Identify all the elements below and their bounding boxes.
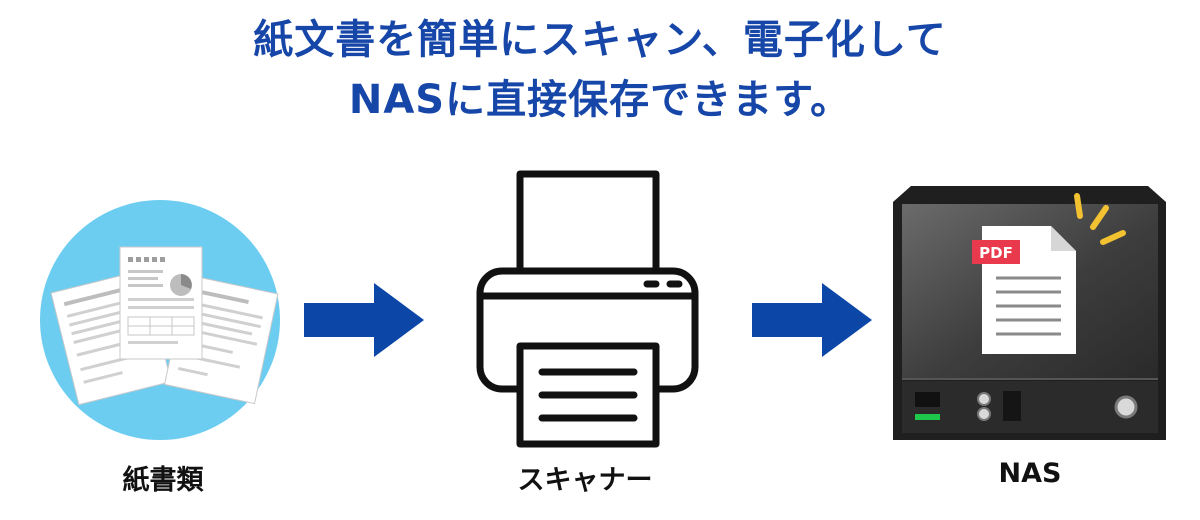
arrow-right-icon (752, 283, 872, 357)
label-scanner: スキャナー (517, 465, 653, 496)
headline-line-2: NASに直接保存できます。 (348, 77, 852, 123)
headline: 紙文書を簡単にスキャン、電子化して NASに直接保存できます。 (0, 10, 1200, 130)
label-paper-documents: 紙書類 (122, 465, 204, 496)
headline-line-1: 紙文書を簡単にスキャン、電子化して (253, 17, 947, 63)
pdf-badge-label: PDF (979, 244, 1013, 262)
paper-documents-icon (40, 200, 280, 440)
scanner-icon (476, 170, 699, 448)
label-nas: NAS (998, 458, 1062, 489)
arrow-right-icon (304, 283, 424, 357)
nas-icon: PDF (893, 186, 1166, 440)
